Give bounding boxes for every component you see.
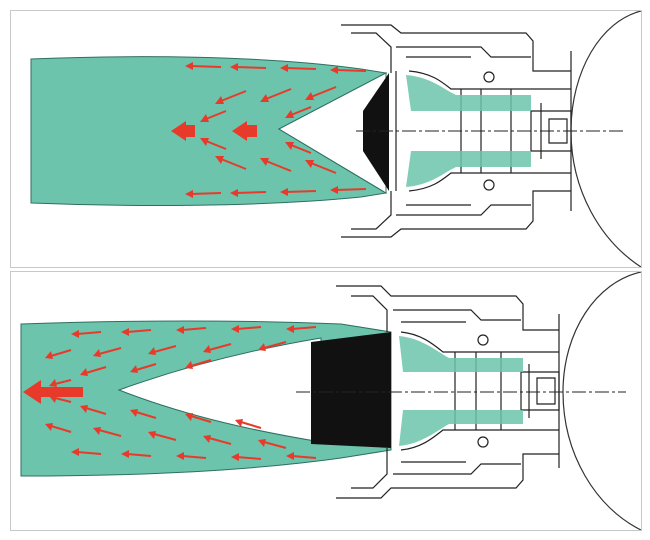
bottom-nozzle-channel-lower <box>399 410 523 446</box>
top-nozzle-channel <box>406 75 531 111</box>
bottom-main-arrow-head <box>23 380 83 404</box>
top-main-arrow-2 <box>232 121 257 141</box>
panel-top <box>10 10 642 268</box>
bottom-hose-curve <box>562 272 641 530</box>
top-valve-plug <box>363 73 389 191</box>
bottom-nozzle-channel <box>399 336 523 372</box>
top-hose-curve <box>570 11 641 267</box>
top-flow-arrows <box>171 62 367 198</box>
bottom-flow-arrows <box>45 325 317 461</box>
bottom-valve-plug <box>311 332 391 448</box>
top-diagram-svg <box>30 11 641 267</box>
top-nozzle-channel-lower <box>406 151 531 187</box>
bottom-diagram-svg <box>20 272 641 530</box>
panel-bottom <box>10 271 642 531</box>
top-main-arrow-1 <box>171 121 195 141</box>
bottom-nozzle-housing <box>336 285 560 499</box>
